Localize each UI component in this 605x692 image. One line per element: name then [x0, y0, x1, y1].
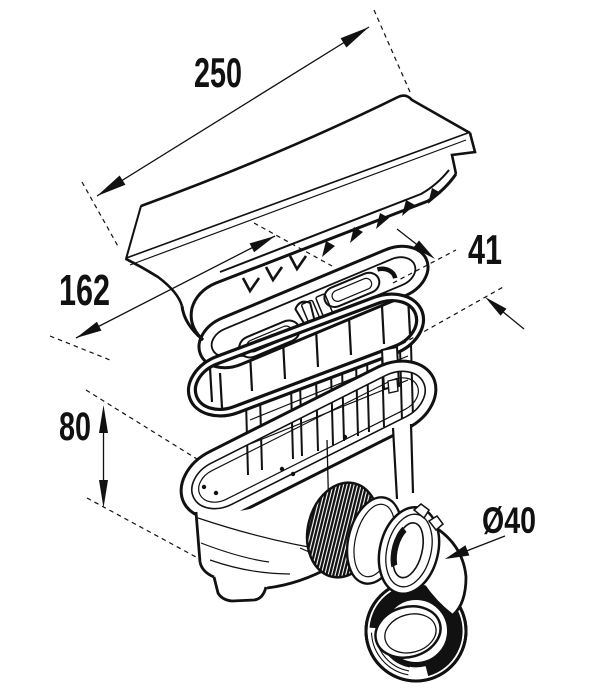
- svg-text:Ø40: Ø40: [482, 500, 536, 541]
- svg-text:80: 80: [59, 405, 91, 449]
- svg-text:162: 162: [59, 266, 110, 315]
- svg-text:41: 41: [468, 226, 502, 273]
- svg-text:250: 250: [194, 49, 242, 96]
